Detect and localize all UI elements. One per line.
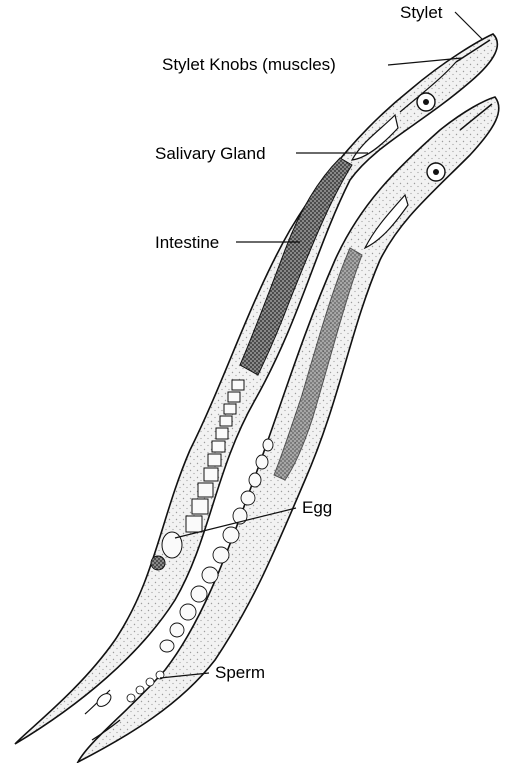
stylet-leader-line [455,12,483,40]
label-intestine: Intestine [155,234,219,251]
female-body-stipple [15,34,497,744]
label-salivary-gland: Salivary Gland [155,145,266,162]
label-sperm: Sperm [215,664,265,681]
label-egg: Egg [302,499,332,516]
female-vulva-structure [151,556,165,570]
male-body-stipple [78,97,499,762]
label-stylet-knobs: Stylet Knobs (muscles) [162,56,336,73]
label-stylet: Stylet [400,4,443,21]
